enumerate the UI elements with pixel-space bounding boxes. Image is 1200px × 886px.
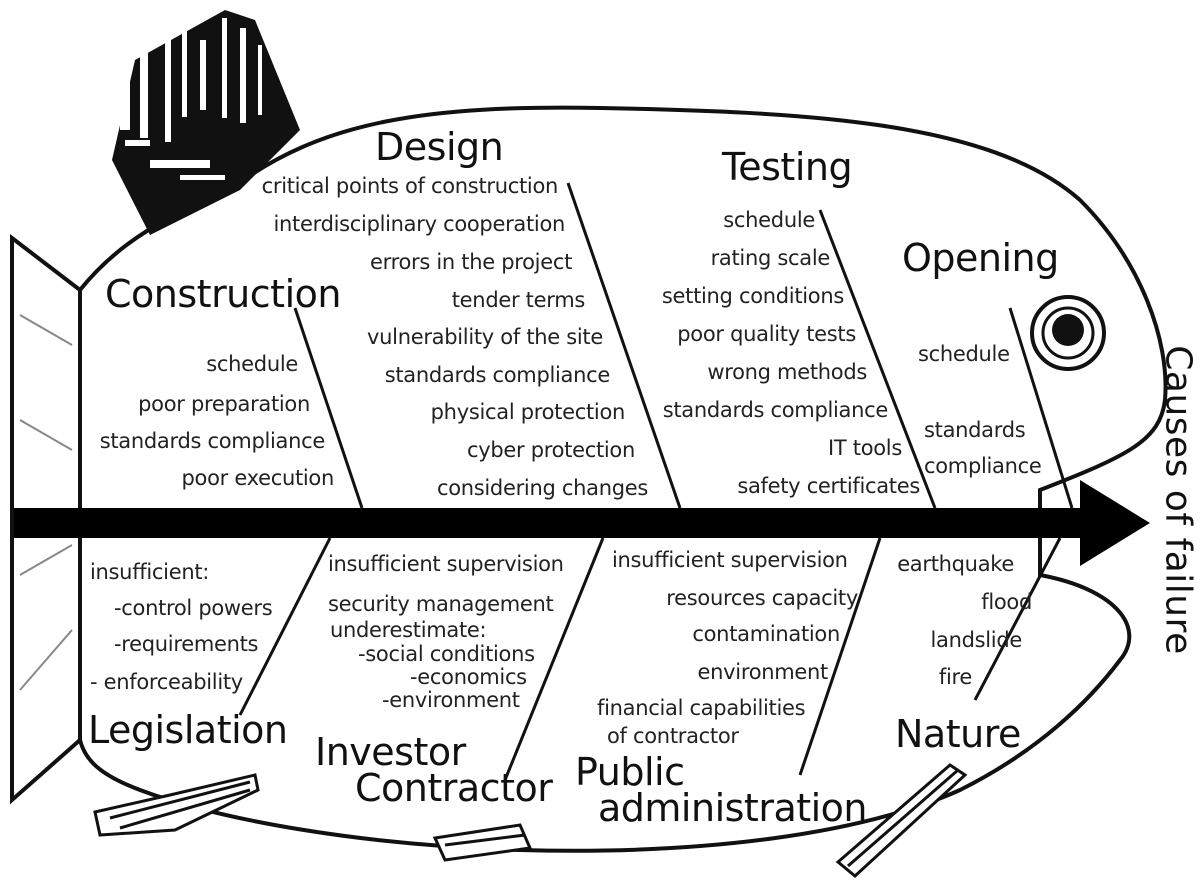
- list-item: -economics: [410, 665, 527, 689]
- category-contractor-title: Contractor: [355, 766, 553, 810]
- list-item: resources capacity: [666, 586, 858, 610]
- list-item: financial capabilities: [597, 696, 806, 720]
- list-item: -control powers: [114, 596, 273, 620]
- lower-bones: [238, 537, 1062, 781]
- list-item: insufficient supervision: [612, 548, 848, 572]
- list-item: wrong methods: [707, 360, 867, 384]
- category-construction-title: Construction: [105, 272, 341, 316]
- list-item: poor quality tests: [677, 322, 856, 346]
- list-item: schedule: [206, 352, 298, 376]
- fish-tail: [10, 233, 82, 805]
- list-item: poor preparation: [138, 392, 310, 416]
- list-item: flood: [981, 590, 1032, 614]
- list-item: safety certificates: [737, 474, 920, 498]
- list-item: -environment: [382, 688, 520, 712]
- list-item: contamination: [692, 622, 840, 646]
- spine-arrowhead: [1080, 480, 1150, 566]
- list-item: of contractor: [607, 724, 739, 748]
- bottom-fins: [93, 763, 968, 878]
- list-item: interdisciplinary cooperation: [273, 212, 566, 236]
- list-item: standards compliance: [99, 429, 326, 453]
- list-item: cyber protection: [466, 438, 635, 462]
- fish-spine: [14, 508, 1094, 538]
- category-opening-title: Opening: [902, 236, 1059, 280]
- category-investor-title: Investor: [315, 730, 466, 774]
- list-item: standards: [924, 418, 1026, 442]
- list-item: fire: [938, 665, 972, 689]
- list-item: landslide: [930, 628, 1022, 652]
- list-item: schedule: [918, 342, 1010, 366]
- list-item: standards compliance: [662, 398, 889, 422]
- category-public-title: Public: [575, 750, 685, 794]
- city-fin-icon: [112, 10, 300, 235]
- category-testing-title: Testing: [722, 145, 853, 189]
- effect-label: Causes of failure: [1157, 345, 1199, 655]
- list-item: insufficient supervision: [328, 552, 564, 576]
- list-item: earthquake: [897, 552, 1014, 576]
- list-item: errors in the project: [370, 250, 572, 274]
- list-item: critical points of construction: [261, 174, 559, 198]
- list-item: vulnerability of the site: [367, 325, 603, 349]
- list-item: -social conditions: [358, 642, 535, 666]
- list-item: considering changes: [436, 476, 648, 500]
- list-item: physical protection: [430, 400, 626, 424]
- list-item: underestimate:: [330, 618, 487, 642]
- list-item: IT tools: [827, 436, 902, 460]
- list-item: schedule: [723, 208, 815, 232]
- list-item: rating scale: [710, 246, 831, 270]
- list-item: -requirements: [114, 632, 259, 656]
- category-design-title: Design: [375, 125, 504, 169]
- list-item: tender terms: [451, 288, 586, 312]
- list-item: setting conditions: [661, 284, 844, 308]
- list-item: - enforceability: [90, 670, 243, 694]
- list-item: standards compliance: [384, 363, 611, 387]
- list-item: security management: [328, 592, 554, 616]
- list-item: poor execution: [181, 466, 335, 490]
- category-administration-title: administration: [598, 786, 868, 830]
- category-nature-title: Nature: [895, 712, 1021, 756]
- list-item: insufficient:: [90, 560, 210, 584]
- upper-bones: [293, 182, 1074, 509]
- list-item: environment: [697, 660, 829, 684]
- category-legislation-title: Legislation: [88, 708, 288, 752]
- list-item: compliance: [924, 454, 1042, 478]
- fish-eye-icon: [1030, 295, 1106, 371]
